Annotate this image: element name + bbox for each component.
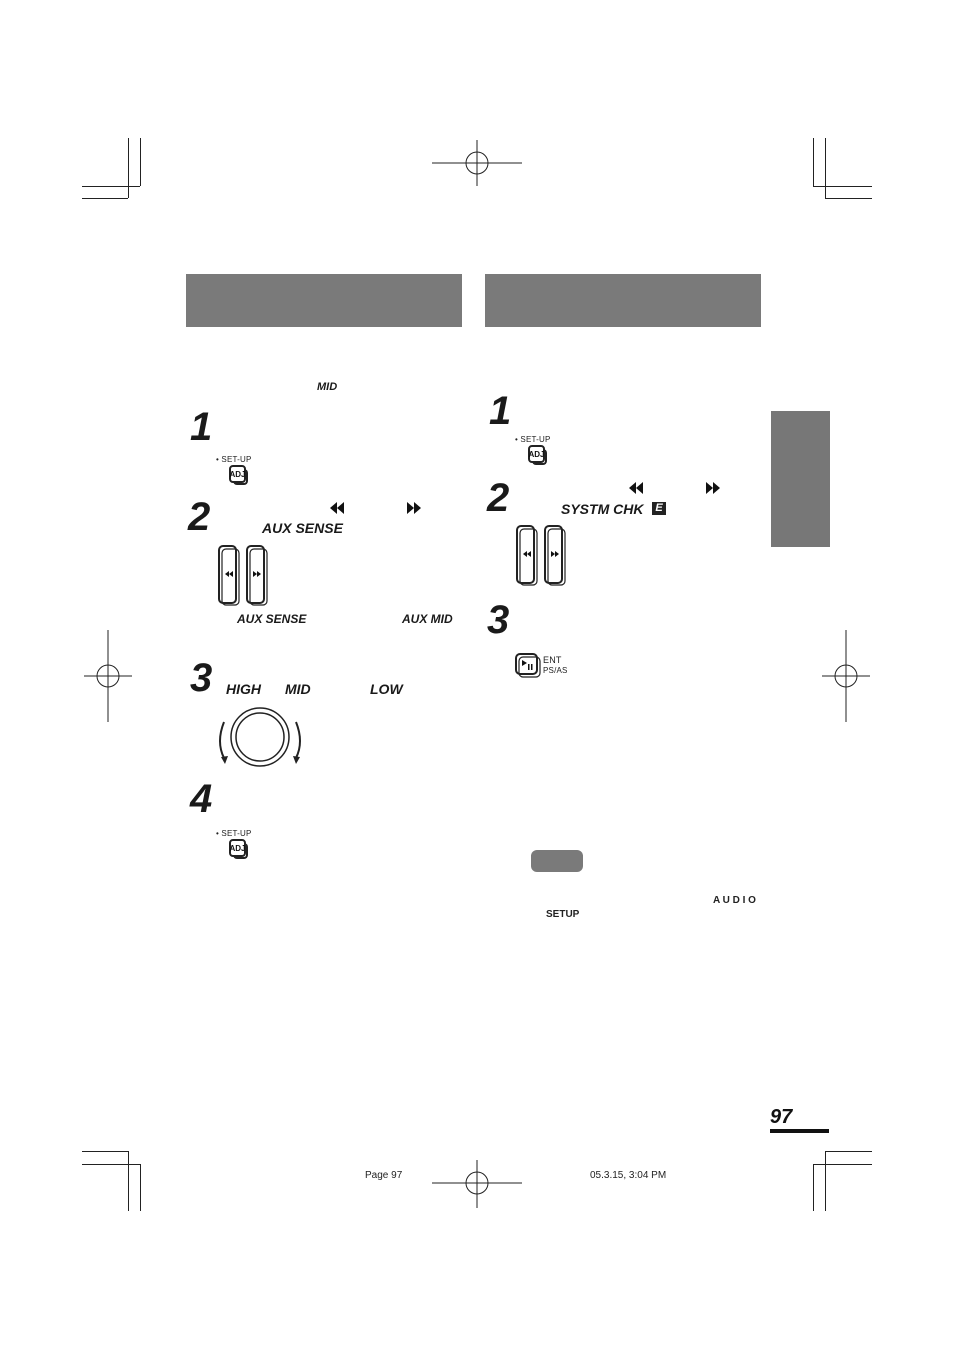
right-section-header	[485, 274, 761, 327]
left-step-3-mid: MID	[285, 681, 311, 697]
left-step-1-adj-button[interactable]: ADJ	[229, 465, 248, 485]
right-step-1-number: 1	[489, 389, 512, 433]
registration-target-top	[432, 140, 522, 186]
footer-page-text: Page 97	[365, 1170, 403, 1181]
right-step-3-number: 3	[487, 598, 510, 642]
psas-label: PS/AS	[543, 666, 568, 675]
left-step-3-number: 3	[190, 656, 213, 700]
right-step-1-setup-caption: • SET-UP	[515, 435, 551, 444]
rewind-icon	[629, 482, 643, 494]
right-step-1-adj-button[interactable]: ADJ	[528, 445, 547, 465]
note-audio-word: A U D I O	[713, 895, 756, 906]
registration-target-left	[84, 630, 132, 722]
right-step-2-number: 2	[487, 476, 510, 520]
left-step-1-setup-caption: • SET-UP	[216, 455, 252, 464]
note-setup-word: SETUP	[546, 909, 580, 920]
left-step-2-note-aux-mid: AUX MID	[402, 612, 453, 626]
ent-label: ENT	[543, 655, 562, 665]
play-pause-button[interactable]	[514, 652, 542, 678]
left-step-3-high: HIGH	[226, 681, 261, 697]
rewind-icon	[330, 502, 344, 514]
left-step-2-note-aux-sense: AUX SENSE	[237, 612, 307, 626]
left-step-4-adj-button[interactable]: ADJ	[229, 839, 248, 859]
fast-forward-icon	[706, 482, 720, 494]
left-step-4-setup-caption: • SET-UP	[216, 829, 252, 838]
page-number-rule	[770, 1129, 829, 1133]
footer-timestamp: 05.3.15, 3:04 PM	[590, 1170, 667, 1181]
left-step-1-number: 1	[190, 405, 213, 449]
registration-target-bottom	[432, 1160, 522, 1208]
fast-forward-icon	[407, 502, 421, 514]
right-step-2-systm-chk-label: SYSTM CHK	[561, 501, 644, 517]
left-step-3-low: LOW	[370, 681, 403, 697]
left-step-4-number: 4	[190, 777, 213, 821]
registration-target-right	[822, 630, 870, 722]
right-seek-buttons-illustration[interactable]	[514, 524, 570, 586]
left-seek-buttons-illustration[interactable]	[216, 544, 272, 606]
left-section-header	[186, 274, 462, 327]
right-step-2-e-badge: E	[652, 502, 666, 515]
note-label-pill	[531, 850, 583, 872]
left-step-2-aux-sense-label: AUX SENSE	[262, 520, 343, 536]
left-step-2-number: 2	[188, 495, 211, 539]
chapter-side-tab	[771, 411, 830, 547]
page-number: 97	[770, 1106, 793, 1128]
intro-mid-value: MID	[317, 381, 338, 393]
rotary-knob-illustration[interactable]	[214, 706, 308, 768]
